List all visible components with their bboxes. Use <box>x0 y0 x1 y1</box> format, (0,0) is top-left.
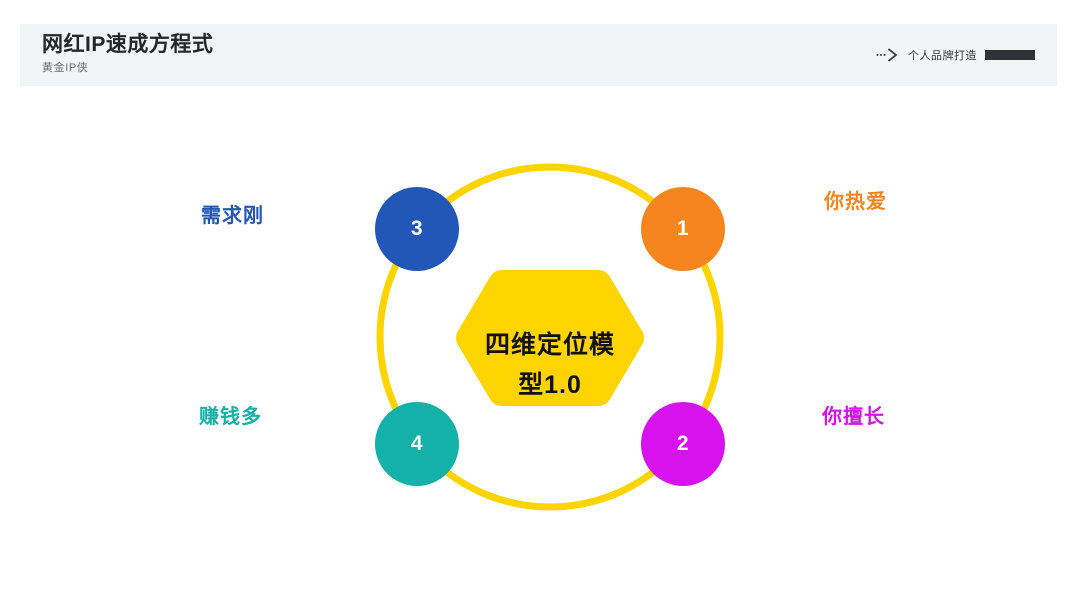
header-right-group: 个人品牌打造 <box>876 24 1035 86</box>
node-label-2: 你擅长 <box>822 406 885 428</box>
dotted-chevron-right-icon <box>876 48 900 62</box>
four-dimension-model-diagram: 1 2 3 4 四维定位模 型1.0 你热爱 你擅长 需求刚 赚钱多 <box>0 86 1080 608</box>
slide-header: 网红IP速成方程式 黄金IP侠 个人品牌打造 <box>20 24 1057 86</box>
page-title: 网红IP速成方程式 <box>42 33 214 56</box>
header-progress-bar <box>985 50 1035 60</box>
node-label-1: 你热爱 <box>824 191 887 213</box>
node-number-4: 4 <box>410 432 424 455</box>
yellow-ring <box>376 163 724 511</box>
node-number-1: 1 <box>676 217 690 240</box>
diagram-canvas <box>376 163 724 511</box>
node-label-4: 赚钱多 <box>199 406 262 428</box>
header-title-group: 网红IP速成方程式 黄金IP侠 <box>42 32 213 76</box>
header-right-label: 个人品牌打造 <box>908 50 977 62</box>
page-subtitle: 黄金IP侠 <box>42 62 89 74</box>
center-hexagon-label: 四维定位模 型1.0 <box>455 299 645 431</box>
node-label-3: 需求刚 <box>201 205 264 227</box>
center-label-line-1: 四维定位模 <box>484 331 615 359</box>
node-number-3: 3 <box>410 217 424 240</box>
node-circle-4[interactable]: 4 <box>375 402 459 486</box>
node-circle-1[interactable]: 1 <box>641 187 725 271</box>
center-label-line-2: 型1.0 <box>518 371 582 399</box>
node-number-2: 2 <box>676 432 690 455</box>
center-hexagon <box>456 270 644 406</box>
node-circle-3[interactable]: 3 <box>375 187 459 271</box>
node-circle-2[interactable]: 2 <box>641 402 725 486</box>
